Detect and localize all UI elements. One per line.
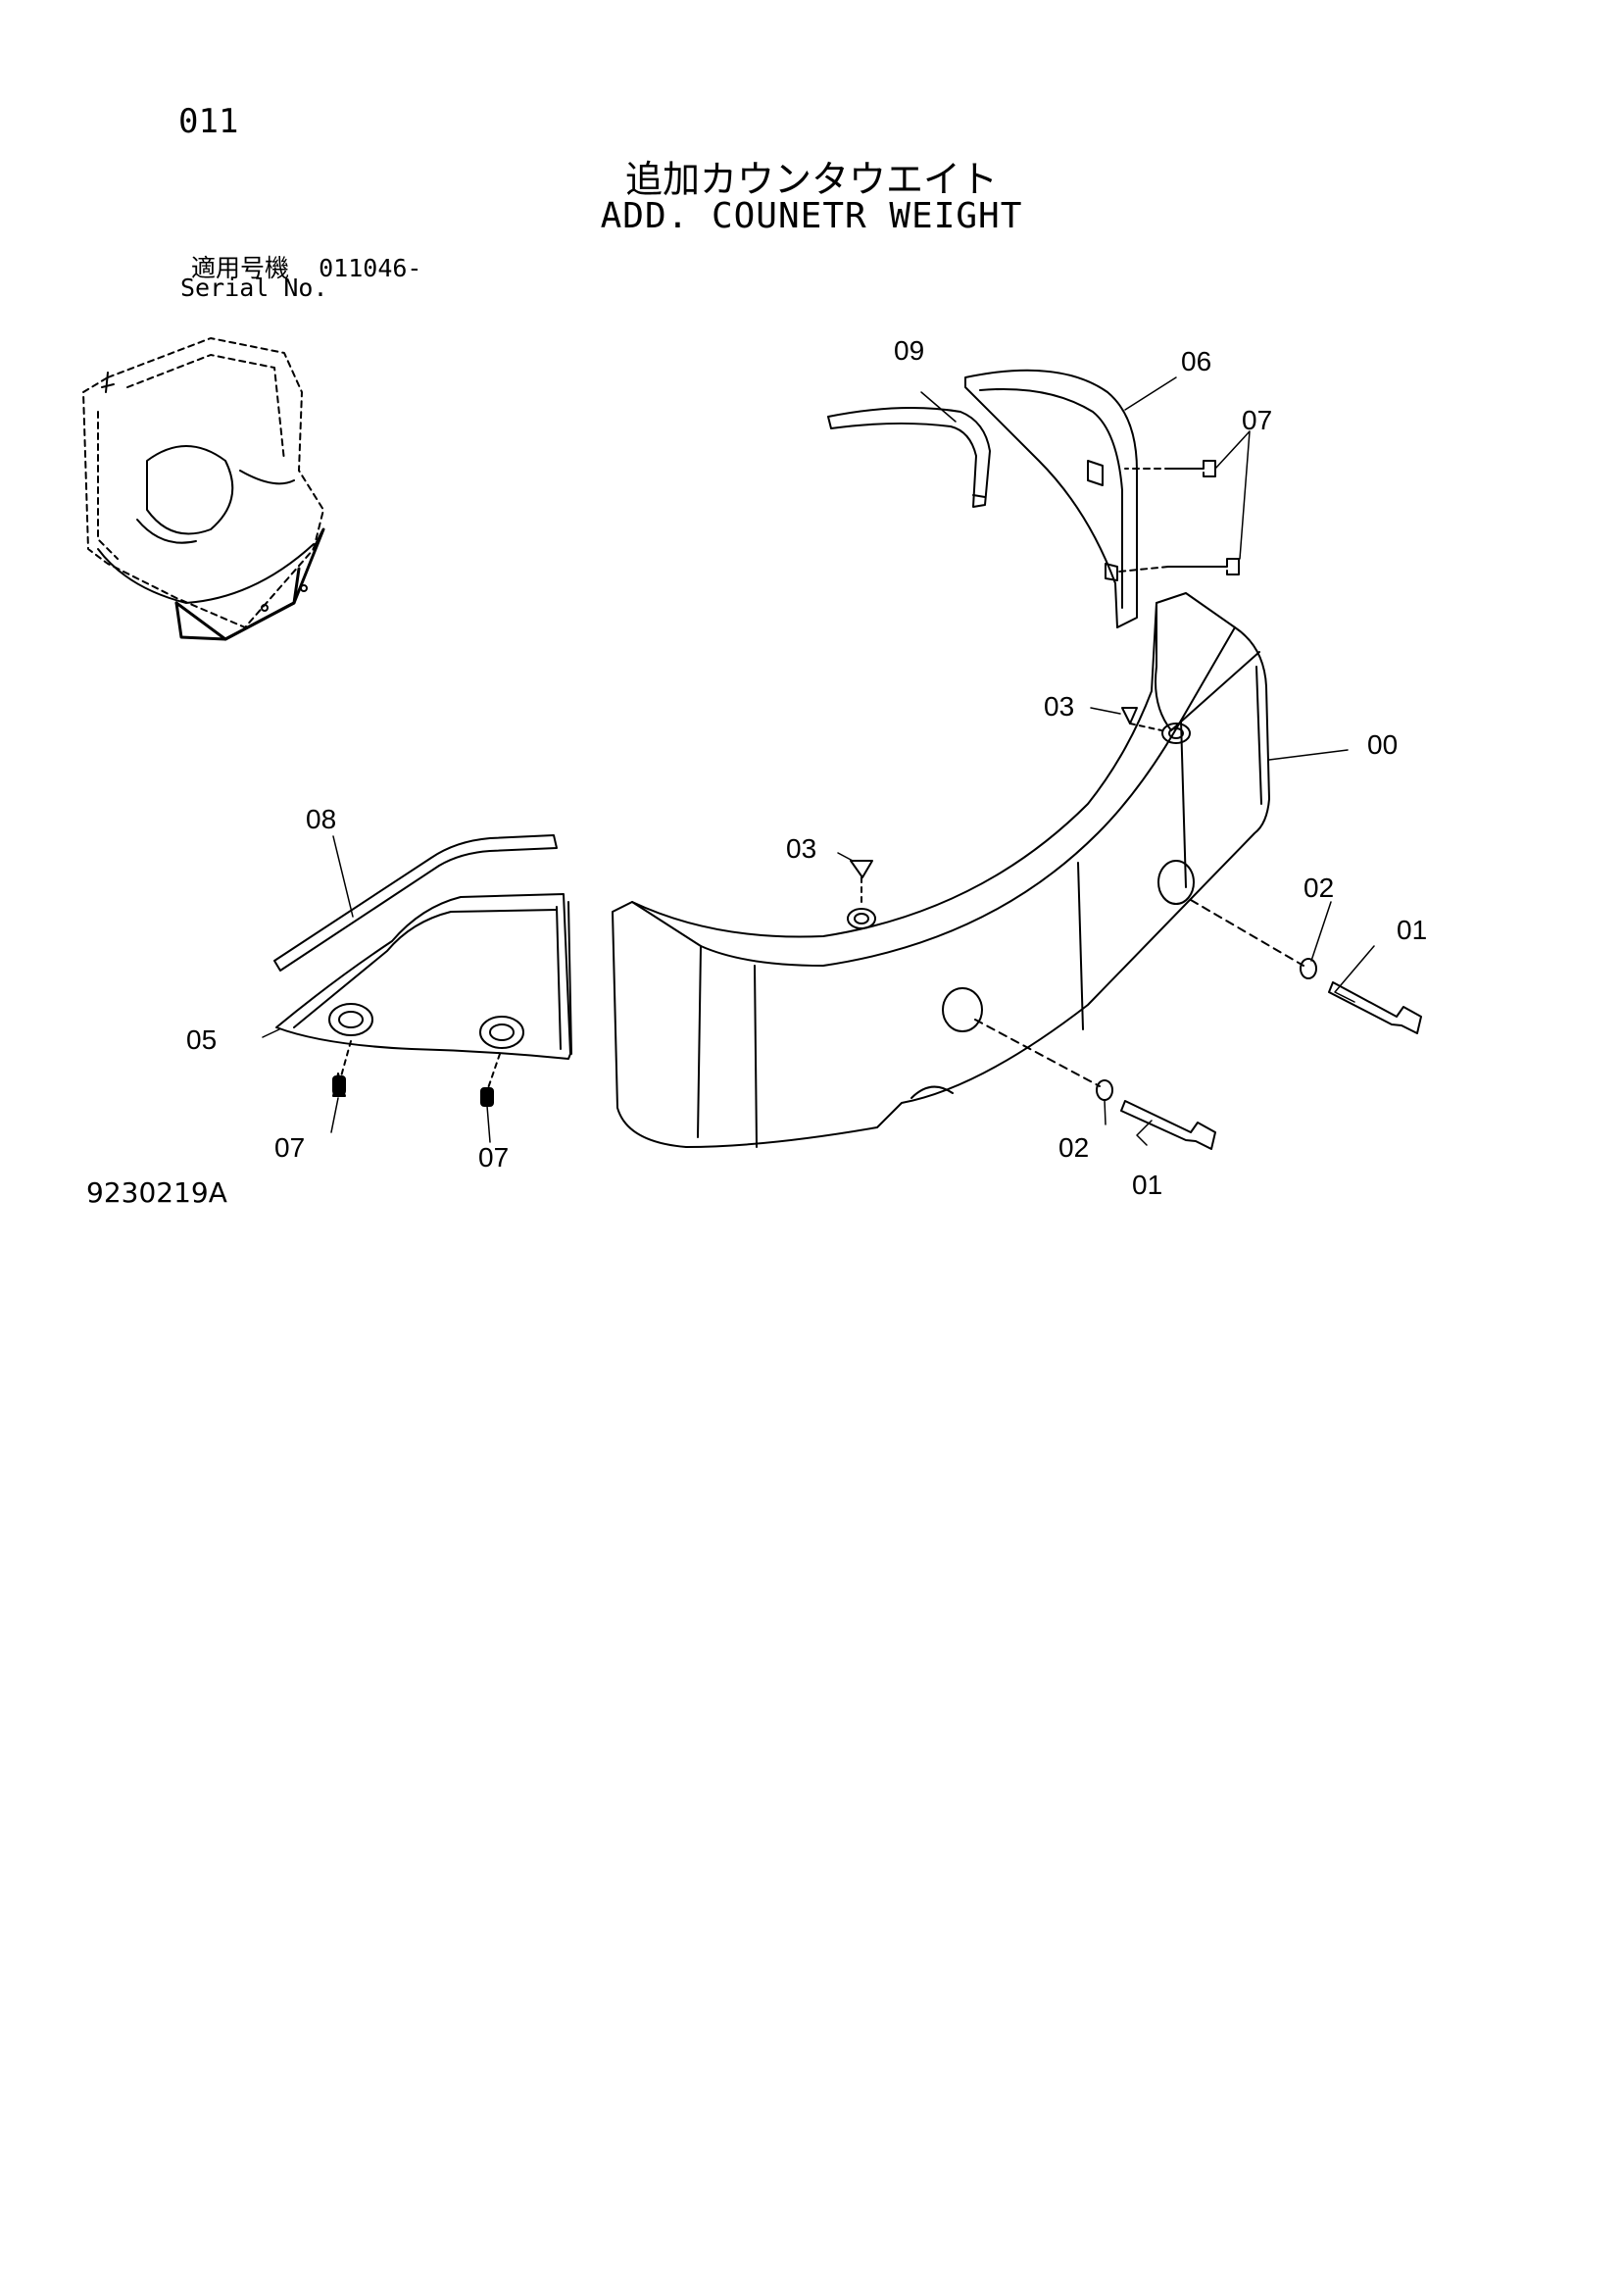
- page-code: 011: [178, 102, 239, 141]
- part-02-washers: [1096, 958, 1317, 1101]
- part-05-left-cover: [275, 893, 572, 1060]
- callout-06: 06: [1181, 346, 1211, 376]
- part-01-bolts: [974, 899, 1422, 1150]
- part-09-seal-strip: [827, 407, 991, 508]
- callout-01-lower: 01: [1132, 1170, 1162, 1200]
- callout-00: 00: [1367, 729, 1398, 760]
- serial-label-jp: 適用号機: [191, 254, 290, 282]
- title-english: ADD. COUNETR WEIGHT: [600, 196, 1023, 236]
- serial-value: 011046-: [319, 254, 422, 282]
- callout-01-right: 01: [1397, 915, 1427, 945]
- callout-03-center: 03: [786, 833, 816, 864]
- part-07-bolts-upper: [1118, 460, 1240, 575]
- title-japanese: 追加カウンタウエイト: [624, 158, 998, 201]
- serial-applicability: 適用号機 011046-: [191, 249, 421, 284]
- callout-07-lower-mid: 07: [478, 1142, 509, 1173]
- callout-09: 09: [894, 335, 924, 366]
- drawing-number: 9230219A: [86, 1176, 227, 1209]
- part-07-bolts-lower: [332, 1040, 501, 1107]
- part-03-screws: [850, 707, 1162, 908]
- part-08-seal-strip: [273, 834, 558, 972]
- callout-05: 05: [186, 1024, 217, 1055]
- part-06-right-cover: [964, 369, 1138, 628]
- callout-labels: 00 01 01 02 02 03 03 05 06 07 07 07 08 0…: [186, 335, 1427, 1200]
- part-00-counterweight: [612, 592, 1270, 1148]
- callout-07-lower-left: 07: [274, 1132, 305, 1163]
- callout-02-lower: 02: [1058, 1132, 1089, 1163]
- serial-label-en: Serial No.: [180, 274, 328, 302]
- callout-08: 08: [306, 804, 336, 834]
- leader-lines: [262, 376, 1375, 1146]
- callout-02-right: 02: [1303, 873, 1334, 903]
- callout-07-upper: 07: [1242, 405, 1272, 435]
- machine-overview-inset: [82, 337, 325, 641]
- callout-03-right: 03: [1044, 691, 1074, 722]
